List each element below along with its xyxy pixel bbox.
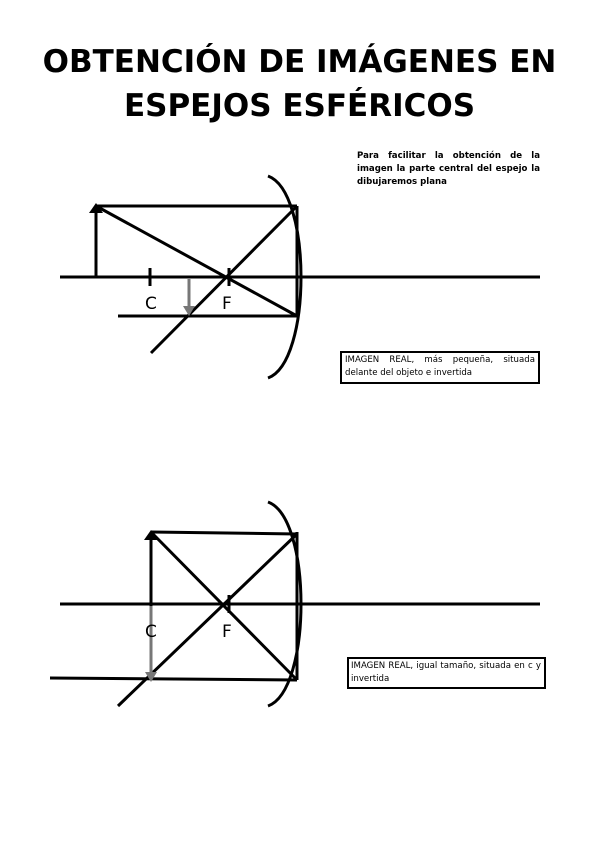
- object-arrowhead: [89, 203, 103, 213]
- result-box-2: IMAGEN REAL, igual tamaño, situada en c …: [347, 657, 546, 689]
- image-arrowhead: [145, 672, 157, 682]
- center-label: C: [145, 294, 157, 314]
- ray-parallel-reflected: [149, 204, 299, 355]
- focus-label: F: [222, 622, 232, 642]
- concave-mirror: [267, 174, 303, 380]
- center-label: C: [145, 622, 157, 642]
- concave-mirror: [267, 500, 303, 708]
- result-box-1: IMAGEN REAL, más pequeña, situada delant…: [340, 351, 540, 384]
- page-title: OBTENCIÓN DE IMÁGENES EN ESPEJOS ESFÉRIC…: [42, 44, 557, 124]
- ray-parallel-incident: [150, 530, 298, 536]
- ray-focal-incident: [95, 204, 298, 318]
- ray-focal-reflected: [49, 676, 298, 682]
- drawing-note: Para facilitar la obtención de la imagen…: [357, 151, 540, 187]
- focus-label: F: [222, 294, 232, 314]
- object-arrowhead: [144, 530, 158, 540]
- ray-focal-incident: [149, 530, 299, 682]
- image-arrowhead: [183, 306, 195, 316]
